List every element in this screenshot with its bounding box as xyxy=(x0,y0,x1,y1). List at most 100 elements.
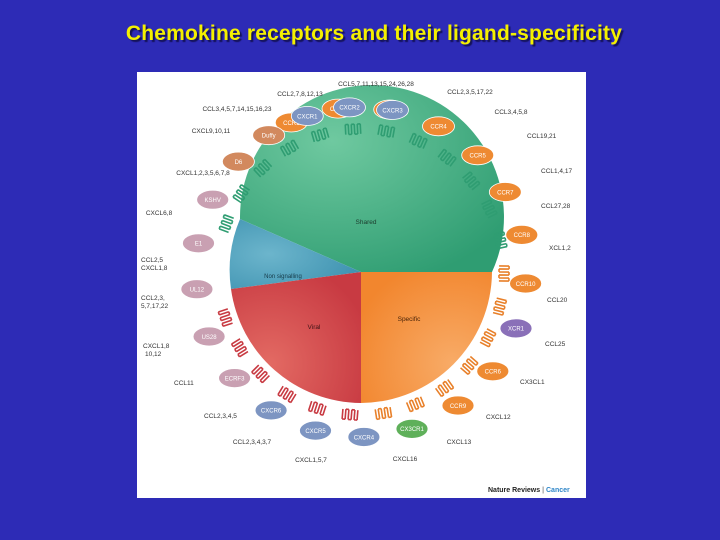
ligand-label: CXCL13 xyxy=(447,439,472,446)
receptor-helix xyxy=(405,396,426,413)
ligand-label: CCL2,3, xyxy=(141,295,165,302)
receptor-ul12: UL12 xyxy=(180,279,214,300)
receptor-cxcr4: CXCR4 xyxy=(347,427,381,447)
receptor-cxcr5: CXCR5 xyxy=(299,420,332,441)
receptor-name: CXCR2 xyxy=(339,106,360,112)
receptor-name: CCR4 xyxy=(430,125,447,131)
receptor-wheel-figure: Shared Non signalling Viral Specific CCR… xyxy=(137,72,586,498)
receptor-helix xyxy=(307,400,327,416)
receptor-name: CCR1 xyxy=(283,121,300,127)
receptor-name: XCR1 xyxy=(508,327,525,333)
ligand-label: CXCL6,8 xyxy=(146,210,173,217)
ligand-label: CXCL16 xyxy=(393,456,418,463)
receptor-wheel-svg: Shared Non signalling Viral Specific CCR… xyxy=(141,81,572,494)
ligand-label: CXCL12 xyxy=(486,414,511,421)
receptor-helix xyxy=(377,124,396,138)
ligand-label: CXCL1,8 xyxy=(141,265,168,272)
receptor-helix xyxy=(217,308,233,328)
receptor-helix xyxy=(277,385,297,404)
ligand-label: CCL5,7,11,13,15,24,26,28 xyxy=(338,81,414,88)
ligand-label: CCL19,21 xyxy=(527,133,557,140)
receptor-helix xyxy=(492,297,508,316)
receptor-helix xyxy=(481,199,498,219)
receptor-name: CCR7 xyxy=(497,190,514,196)
receptor-ccr8: CCR8 xyxy=(505,224,539,245)
credit-separator: | xyxy=(540,487,546,494)
receptor-d6: D6 xyxy=(222,151,255,172)
receptor-duffy: Duffy xyxy=(252,125,286,146)
ligand-label: XCL1,2 xyxy=(549,245,571,252)
receptor-helix xyxy=(437,148,457,167)
receptor-ccr9: CCR9 xyxy=(441,395,475,416)
receptor-name: CXCR6 xyxy=(261,409,282,415)
receptor-name: CXCR1 xyxy=(297,114,318,120)
receptor-helix xyxy=(251,364,270,384)
receptor-ecrf3: ECRF3 xyxy=(218,368,251,389)
ligand-label: CCL11 xyxy=(174,380,194,387)
receptor-helix xyxy=(498,265,510,282)
receptor-name: D6 xyxy=(235,160,243,166)
receptor-cxcr1: CXCR1 xyxy=(290,106,324,126)
receptor-helix xyxy=(460,355,479,375)
receptor-us28: US28 xyxy=(192,326,226,347)
receptor-helix xyxy=(493,231,508,250)
ligand-label: 5,7,17,22 xyxy=(141,303,168,310)
receptor-name: KSHV xyxy=(205,198,221,204)
non-signalling-sector xyxy=(229,219,361,289)
receptor-cxcr3: CXCR3 xyxy=(376,100,409,120)
receptor-helix xyxy=(232,184,251,204)
receptor-name: CCR6 xyxy=(485,370,502,376)
receptor-helix xyxy=(462,171,481,191)
receptor-name: E1 xyxy=(195,242,203,248)
receptor-name: CCR5 xyxy=(470,154,487,160)
ligand-label: CCL2,7,8,12,13 xyxy=(277,91,323,98)
receptor-ring: CCR1CCR2CCR3CCR4CCR5CCR7CCR8CCR10XCR1CCR… xyxy=(180,97,543,447)
receptor-ccr6: CCR6 xyxy=(476,361,510,382)
ligand-label: CCL2,3,5,17,22 xyxy=(447,89,493,96)
ligand-label: CCL25 xyxy=(545,341,566,348)
receptor-name: Duffy xyxy=(262,134,276,140)
shared-label: Shared xyxy=(356,219,377,226)
receptor-name: CX3CR1 xyxy=(400,427,424,433)
receptor-helix xyxy=(374,406,393,421)
receptor-ccr4: CCR4 xyxy=(422,116,455,137)
ligand-label: CCL3,4,5,8 xyxy=(495,109,528,116)
ligand-label: CCL27,28 xyxy=(541,203,571,210)
receptor-ccr10: CCR10 xyxy=(509,273,543,294)
ligand-label: CXCL1,5,7 xyxy=(295,457,327,464)
receptor-xcr1: XCR1 xyxy=(499,318,533,339)
specific-sector xyxy=(361,272,492,403)
receptor-helix xyxy=(279,139,300,157)
ligand-label: CCL20 xyxy=(547,297,568,304)
receptor-ccr7: CCR7 xyxy=(488,182,522,202)
ligand-label: CCL2,3,4,5 xyxy=(204,413,237,420)
receptor-kshv: KSHV xyxy=(196,189,230,210)
credit-section: Cancer xyxy=(546,487,570,494)
receptor-helix xyxy=(344,123,362,136)
slide-title: Chemokine receptors and their ligand-spe… xyxy=(125,22,623,45)
ligand-label: CCL2,3,4,3,7 xyxy=(233,439,272,446)
ligand-label: CXCL1,2,3,5,6,7,8 xyxy=(176,170,230,177)
ligand-label: CXCL1,8 xyxy=(143,343,170,350)
receptor-helix xyxy=(253,158,273,178)
receptor-ccr5: CCR5 xyxy=(461,145,495,166)
ligand-label: 10,12 xyxy=(145,351,162,358)
receptor-helix xyxy=(310,127,330,143)
receptor-helix xyxy=(479,328,497,348)
credit-journal: Nature Reviews xyxy=(488,487,540,494)
viral-label: Viral xyxy=(308,324,321,331)
receptor-helix xyxy=(230,338,249,358)
ligand-label: CX3CL1 xyxy=(520,379,545,386)
ligand-labels: CCL5,7,11,13,15,24,26,28CCL2,7,8,12,13CC… xyxy=(141,81,572,464)
receptor-name: CXCR5 xyxy=(305,429,326,435)
receptor-name: CXCR4 xyxy=(354,435,375,441)
receptor-name: CCR8 xyxy=(514,233,531,239)
receptor-helix xyxy=(408,132,428,149)
credit-text: Nature Reviews | Cancer xyxy=(488,487,570,494)
receptor-name: US28 xyxy=(202,335,218,341)
receptor-name: ECRF3 xyxy=(225,376,245,382)
receptor-cx3cr1: CX3CR1 xyxy=(395,418,429,439)
receptor-name: CCR10 xyxy=(516,282,536,288)
specific-label: Specific xyxy=(398,316,422,323)
